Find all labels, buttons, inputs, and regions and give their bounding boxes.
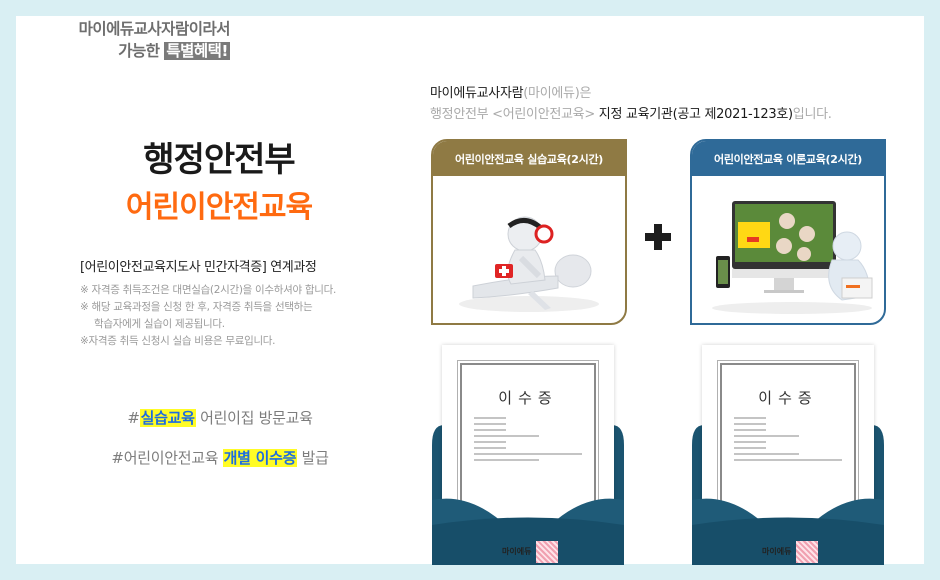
envelope-front xyxy=(692,498,884,565)
certificate-title: 이수증 xyxy=(498,389,558,407)
cpr-practice-illustration xyxy=(433,176,625,323)
promo-line-1: 마이에듀교사자람이라서 xyxy=(78,20,231,38)
note-item: ※자격증 취득 신청시 실습 비용은 무료입니다. xyxy=(80,335,276,347)
promo-banner: 마이에듀교사자람이라서 가능한 특별혜택! xyxy=(20,18,231,62)
certificate-brand: 마이에듀 xyxy=(762,547,792,556)
notes-list: ※ 자격증 취득조건은 대면실습(2시간)을 이수하셔야 합니다. ※ 해당 교… xyxy=(80,282,336,350)
intro-brand-short: (마이에듀)은 xyxy=(523,86,592,101)
certificate-seal xyxy=(796,541,818,563)
hashtag-practice: #실습교육 어린이집 방문교육 xyxy=(60,407,380,428)
certificate-text-lines xyxy=(734,417,842,465)
note-item: ※ 자격증 취득조건은 대면실습(2시간)을 이수하셔야 합니다. xyxy=(80,284,336,296)
promo-highlight: 특별혜택! xyxy=(164,42,230,60)
card-title: 어린이안전교육 실습교육(2시간) xyxy=(433,141,625,176)
tag-suffix: 어린이집 방문교육 xyxy=(195,409,313,427)
certificate-practice: 이수증 마이에듀 xyxy=(432,343,624,565)
tag-prefix: # xyxy=(127,409,140,427)
promo-line-2-prefix: 가능한 xyxy=(118,42,165,60)
hashtag-certificate: #어린이안전교육 개별 이수증 발급 xyxy=(60,447,380,468)
certificate-brand: 마이에듀 xyxy=(502,547,532,556)
certificate-text-lines xyxy=(474,417,582,465)
tag-highlight: 개별 이수증 xyxy=(222,449,298,467)
intro-brand: 마이에듀교사자람 xyxy=(430,86,524,101)
intro-ministry: 행정안전부 <어린이안전교육> xyxy=(430,107,599,122)
course-title: 어린이안전교육 xyxy=(125,190,313,225)
note-item: ※ 해당 교육과정을 신청 한 후, 자격증 취득을 선택하는 xyxy=(80,301,313,313)
course-label: [어린이안전교육지도사 민간자격증] 연계과정 xyxy=(80,260,317,275)
theory-course-card: 어린이안전교육 이론교육(2시간) xyxy=(690,139,886,325)
tag-suffix: 발급 xyxy=(297,449,329,467)
plus-icon xyxy=(645,224,671,250)
institution-intro: 마이에듀교사자람(마이에듀)은 행정안전부 <어린이안전교육> 지정 교육기관(… xyxy=(430,83,832,125)
intro-designation: 지정 교육기관(공고 제2021-123호) xyxy=(598,107,793,122)
intro-tail: 입니다. xyxy=(792,107,832,122)
note-item: 학습자에게 실습이 제공됩니다. xyxy=(94,318,225,330)
envelope-front xyxy=(432,498,624,565)
tag-highlight: 실습교육 xyxy=(139,409,196,427)
certificate-frame: 이수증 xyxy=(717,360,859,536)
online-lecture-illustration xyxy=(692,176,884,323)
promo-line-2: 가능한 특별혜택! xyxy=(20,40,230,62)
tag-prefix: #어린이안전교육 xyxy=(111,449,223,467)
certificate-seal xyxy=(536,541,558,563)
certificate-title: 이수증 xyxy=(758,389,818,407)
certificate-theory: 이수증 마이에듀 xyxy=(692,343,884,565)
practice-course-card: 어린이안전교육 실습교육(2시간) xyxy=(431,139,627,325)
ministry-title: 행정안전부 xyxy=(143,140,295,180)
card-title: 어린이안전교육 이론교육(2시간) xyxy=(692,141,884,176)
